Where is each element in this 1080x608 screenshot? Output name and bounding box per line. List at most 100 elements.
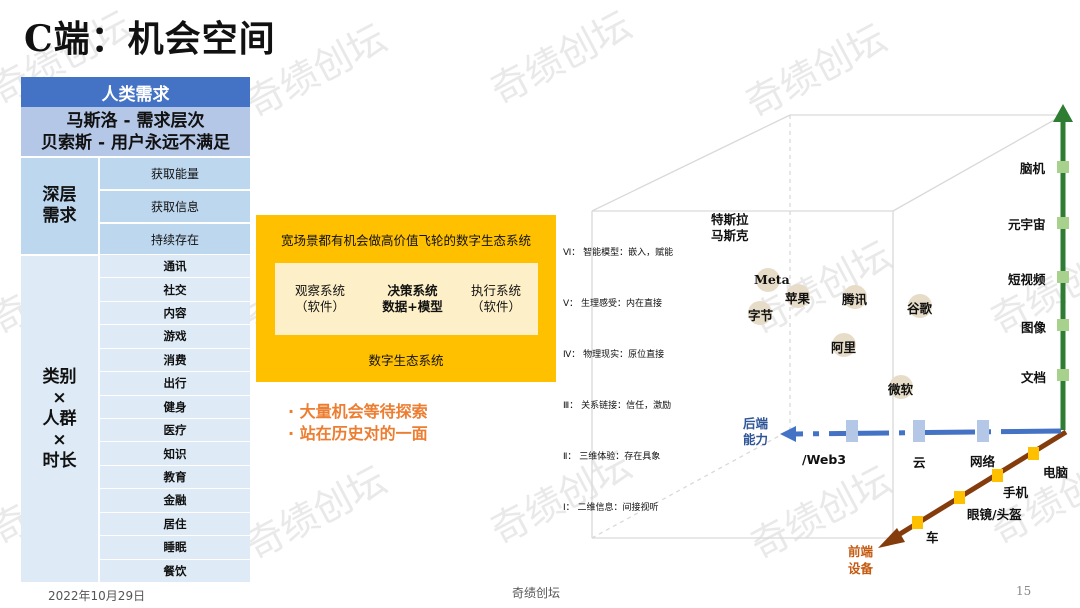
company-microsoft: 微软 [888, 382, 914, 397]
company-meta: Meta [754, 272, 790, 287]
axis-marker [1057, 319, 1069, 331]
category-label: 类别 × 人群 × 时长 [21, 254, 98, 582]
category-item: 消费 [98, 347, 250, 372]
axis-label-document: 文档 [1021, 370, 1047, 385]
bullet-item: · 大量机会等待探索 [288, 398, 428, 422]
device-marker [992, 469, 1003, 482]
deep-need-item: 获取信息 [98, 189, 250, 222]
device-pc: 电脑 [1043, 465, 1069, 480]
category-item: 健身 [98, 394, 250, 418]
bubble [756, 268, 780, 292]
backend-axis [794, 428, 1062, 437]
cube-edge [591, 114, 791, 212]
level-label: Ⅰ： 二维信息：间接视听 [563, 503, 659, 513]
ecosystem-inner [275, 263, 538, 335]
device-phone: 手机 [1003, 485, 1029, 500]
observe-system: 观察系统 （软件） [280, 283, 360, 315]
vertical-axis-arrowhead [1053, 104, 1073, 122]
level-label: Ⅵ： 智能模型：嵌入，赋能 [563, 248, 674, 258]
axis-label-short-video: 短视频 [1008, 272, 1046, 287]
category-item: 出行 [98, 371, 250, 395]
axis-label-brain: 脑机 [1020, 161, 1046, 176]
bubble [908, 294, 932, 318]
company-apple: 苹果 [785, 291, 811, 306]
category-item: 睡眠 [98, 535, 250, 559]
deep-needs-label: 深层 需求 [21, 156, 98, 254]
level-label: Ⅲ： 关系链接：信任，激励 [563, 401, 672, 411]
category-item: 社交 [98, 277, 250, 301]
level-label: Ⅳ： 物理现实：原位直接 [563, 350, 665, 360]
label-line: 人群 [42, 408, 77, 429]
label-line: 需求 [42, 206, 77, 226]
table-header: 人类需求 [21, 77, 250, 107]
level-label: Ⅱ： 三维体验：存在具象 [563, 452, 661, 462]
level-label: Ⅴ： 生理感受：内在直接 [563, 299, 663, 309]
category-item: 游戏 [98, 324, 250, 348]
page-title: C端：机会空间 [24, 18, 276, 60]
bullet-dot: · [288, 424, 300, 443]
footer-date: 2022年10月29日 [48, 589, 146, 603]
decision-line: 决策系统 [387, 283, 438, 298]
ecosystem-footer: 数字生态系统 [368, 353, 444, 368]
footer-center: 奇绩创坛 [512, 586, 561, 600]
frontend-line: 设备 [848, 561, 874, 576]
frontend-line: 前端 [848, 544, 874, 559]
decision-line: 数据+模型 [382, 299, 443, 314]
table-subheader: 马斯洛 - 需求层次 贝索斯 - 用户永远不满足 [21, 107, 250, 156]
device-marker [1028, 447, 1039, 460]
execute-line: （软件） [470, 299, 521, 314]
bullet-dot: · [288, 402, 300, 421]
bullet-text: 大量机会等待探索 [299, 402, 428, 421]
company-google: 谷歌 [907, 301, 933, 316]
axis-marker [1057, 217, 1069, 229]
bubble [748, 301, 772, 325]
category-item: 通讯 [98, 254, 250, 278]
execute-line: 执行系统 [470, 283, 521, 298]
backend-web3: /Web3 [802, 452, 847, 467]
device-marker [954, 491, 965, 504]
subheader-line: 贝索斯 - 用户永远不满足 [41, 132, 230, 153]
backend-marker [913, 420, 925, 442]
company-line: 马斯克 [711, 228, 749, 243]
label-line: × [52, 387, 67, 408]
company-alibaba: 阿里 [831, 340, 857, 355]
backend-network: 网络 [970, 454, 996, 469]
label-line: 类别 [42, 366, 77, 387]
backend-marker [977, 420, 989, 442]
category-item: 居住 [98, 511, 250, 536]
page-number: 15 [1016, 584, 1032, 598]
bubble [889, 375, 913, 399]
device-marker [912, 516, 923, 529]
ecosystem-title: 宽场景都有机会做高价值飞轮的数字生态系统 [280, 233, 531, 248]
company-bytedance: 字节 [748, 308, 774, 323]
label-line: 时长 [42, 450, 77, 471]
decision-system: 决策系统 数据+模型 [370, 283, 455, 315]
backend-line: 后端 [743, 416, 769, 431]
company-tesla: 特斯拉 马斯克 [711, 212, 749, 244]
frontend-label: 前端 设备 [848, 543, 873, 577]
device-glasses: 眼镜/头盔 [967, 507, 1022, 522]
axis-marker [1057, 271, 1069, 283]
company-line: 特斯拉 [711, 212, 749, 227]
category-item: 医疗 [98, 418, 250, 442]
deep-need-item: 持续存在 [98, 222, 250, 254]
label-line: 深层 [42, 185, 77, 205]
axis-label-image: 图像 [1021, 320, 1047, 335]
observe-line: 观察系统 [294, 283, 345, 298]
bullet-text: 站在历史对的一面 [299, 424, 428, 443]
backend-cloud: 云 [913, 455, 926, 470]
deep-need-item: 获取能量 [98, 156, 250, 189]
bullet-item: · 站在历史对的一面 [288, 420, 428, 444]
company-tencent: 腾讯 [842, 292, 868, 307]
frontend-axis-arrowhead [878, 528, 905, 548]
subheader-line: 马斯洛 - 需求层次 [66, 110, 205, 131]
execute-system: 执行系统 （软件） [456, 283, 536, 315]
axis-marker [1057, 161, 1069, 173]
category-item: 餐饮 [98, 558, 250, 582]
category-item: 知识 [98, 441, 250, 465]
bubble [786, 284, 810, 308]
category-item: 内容 [98, 300, 250, 325]
observe-line: （软件） [294, 299, 345, 314]
cube-edge [591, 429, 791, 539]
